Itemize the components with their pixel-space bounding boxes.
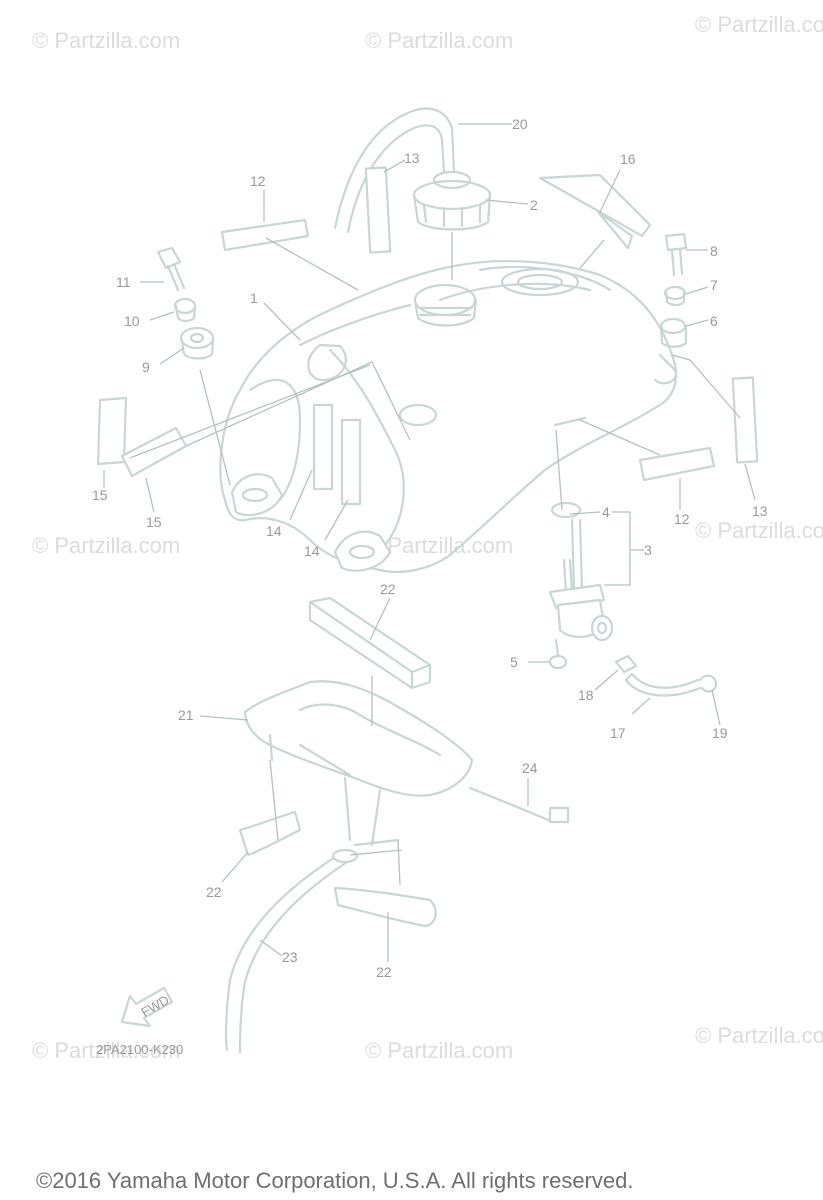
watermark: © Partzilla.com: [32, 533, 180, 558]
pad-13-right: [731, 376, 759, 464]
clip-18: [614, 654, 638, 674]
watermark: © Partzilla.com: [695, 12, 823, 37]
callout-12: 12: [250, 173, 266, 189]
callout-18: 18: [578, 687, 594, 703]
callout-20: 20: [512, 116, 528, 132]
callout-3: 3: [644, 542, 652, 558]
callout-1: 1: [250, 290, 258, 306]
watermark-layer: © Partzilla.com © Partzilla.com © Partzi…: [32, 12, 823, 1063]
watermark: © Partzilla.com: [365, 1038, 513, 1063]
collar-7: [663, 285, 687, 307]
collar-10: [173, 297, 197, 323]
breather-hose: [333, 107, 456, 234]
callout-24: 24: [522, 760, 538, 776]
watermark: © Partzilla.com: [695, 518, 823, 543]
callout-19: 19: [712, 725, 728, 741]
callout-2: 2: [530, 197, 538, 213]
callout-23: 23: [282, 949, 298, 965]
fuel-tank: [219, 259, 678, 573]
watermark: © Partzilla.com: [32, 28, 180, 53]
pad-13-top: [364, 166, 392, 254]
fuel-cap: [412, 170, 492, 231]
fuel-hose-17: [624, 672, 702, 697]
callout-12: 12: [674, 511, 690, 527]
callout-6: 6: [710, 313, 718, 329]
callout-21: 21: [178, 707, 194, 723]
callout-15: 15: [146, 514, 162, 530]
callout-8: 8: [710, 243, 718, 259]
watermark: © Partzilla.com: [695, 1023, 823, 1048]
callout-4: 4: [602, 504, 610, 520]
callout-numbers: 20 13 16 12 2 8 11 7 1 10 6 9 15 4 12 13…: [92, 116, 768, 980]
damper-6: [659, 317, 688, 348]
pad-16: [538, 173, 652, 250]
screw-5: [548, 638, 568, 670]
pad-12-right: [638, 446, 716, 482]
pad-22-left: [238, 810, 302, 857]
watermark: © Partzilla.com: [365, 28, 513, 53]
seat-bracket: [243, 680, 474, 797]
callout-22: 22: [380, 581, 396, 597]
callout-9: 9: [142, 359, 150, 375]
pad-15-a: [96, 396, 128, 466]
callout-13: 13: [404, 150, 420, 166]
pad-12-top: [220, 218, 310, 252]
callout-14: 14: [266, 523, 282, 539]
callout-7: 7: [710, 277, 718, 293]
watermark: © Partzilla.com: [32, 1038, 180, 1063]
screw-11: [156, 246, 186, 292]
callout-16: 16: [620, 151, 636, 167]
fwd-arrow: FWD: [120, 986, 174, 1028]
pad-22-right: [333, 886, 437, 928]
diagram-code: 2PA2100-K230: [96, 1042, 183, 1057]
coupler-24: [548, 806, 570, 824]
callout-22: 22: [206, 884, 222, 900]
callout-13: 13: [752, 503, 768, 519]
damper-9: [179, 326, 215, 360]
callout-5: 5: [510, 654, 518, 670]
callout-17: 17: [610, 725, 626, 741]
callout-10: 10: [124, 313, 140, 329]
fuel-cock: [548, 501, 614, 642]
callout-15: 15: [92, 487, 108, 503]
pad-14-b: [340, 418, 362, 506]
pad-15-b: [120, 426, 188, 478]
callout-11: 11: [116, 274, 131, 290]
clip-19: [698, 674, 718, 693]
pad-14-a: [312, 403, 334, 491]
callout-14: 14: [304, 543, 320, 559]
bolt-8: [664, 232, 688, 277]
leader-lines: [103, 123, 756, 962]
wire-24: [468, 786, 550, 822]
drain-hose-23: [224, 853, 352, 1054]
seat-stay: [343, 776, 400, 847]
callout-22: 22: [376, 964, 392, 980]
copyright-notice: ©2016 Yamaha Motor Corporation, U.S.A. A…: [36, 1168, 633, 1193]
